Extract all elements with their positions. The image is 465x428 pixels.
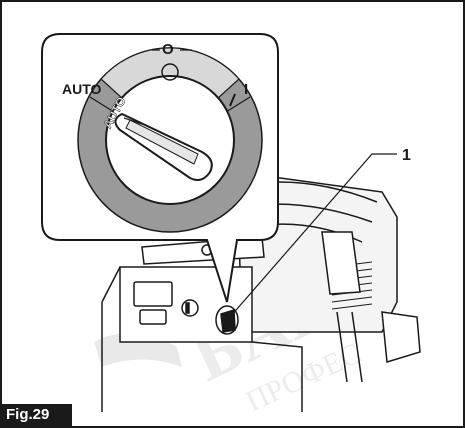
callout-number: 1 xyxy=(402,147,411,164)
side-handle xyxy=(321,231,361,295)
round-button-mark xyxy=(185,302,190,314)
ring-on-symbol xyxy=(229,93,236,107)
knob-grip xyxy=(125,119,199,165)
magnified-inset: AUTO AUTO O I xyxy=(41,33,279,303)
round-button xyxy=(181,299,199,317)
battery-slot-lower xyxy=(139,309,167,325)
rear-block xyxy=(381,311,421,363)
battery-slot-upper xyxy=(133,281,173,307)
ring-off-symbol xyxy=(161,63,179,81)
figure-label: Fig.29 xyxy=(2,404,72,426)
label-auto: AUTO xyxy=(62,81,102,97)
callout-leader xyxy=(229,153,397,318)
body-outline xyxy=(101,266,303,412)
handle-strap xyxy=(336,311,363,383)
label-off: O xyxy=(162,41,174,58)
knob-indicator-line xyxy=(123,117,143,125)
label-on: I xyxy=(244,81,248,98)
